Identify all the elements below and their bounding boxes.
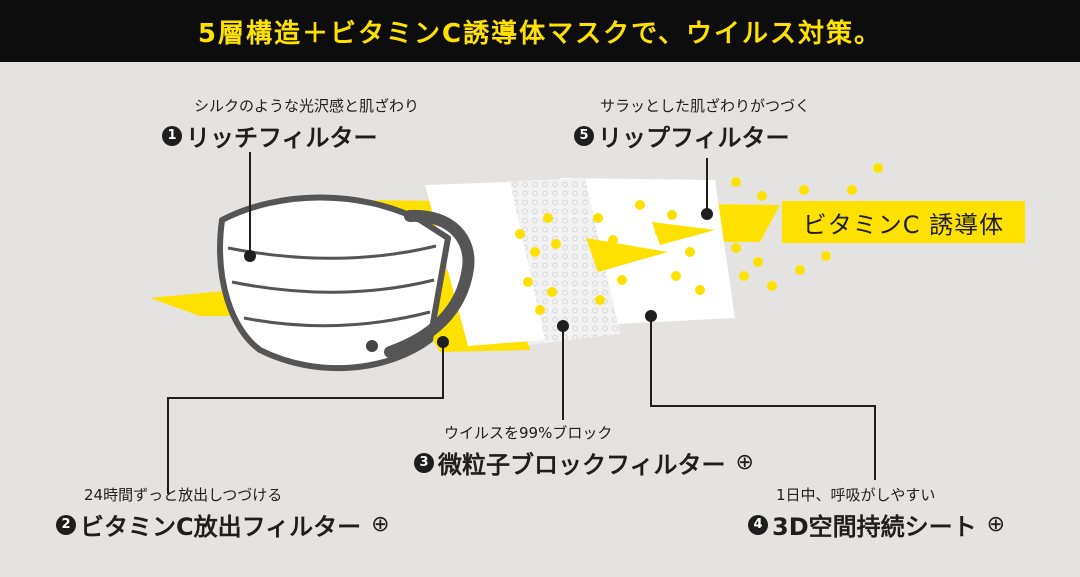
vitamin-c-particles [515,163,883,315]
layer-3-plus-icon[interactable]: ⊕ [735,450,754,475]
layer-label-1: シルクのような光沢感と肌ざわり 1 リッチフィルター [162,95,419,153]
leader-lines [167,152,876,494]
layer-3-number-badge: 3 [414,452,434,473]
layer-4-subtitle: 1日中、呼吸がしやすい [776,486,936,504]
layer-4-plus-icon[interactable]: ⊕ [986,512,1006,537]
layer-5-name: リップフィルター [598,124,790,152]
mask-logo-icon [366,340,378,352]
leader-dots [244,208,713,348]
yellow-wedge-2 [652,222,715,245]
vitamin-c-label-text: ビタミンC 誘導体 [802,210,1005,239]
header-banner: 5層構造＋ビタミンC誘導体マスクで、ウイルス対策。 [0,0,1080,62]
layer-label-4: 1日中、呼吸がしやすい 4 3D空間持続シート ⊕ [748,484,1005,542]
mask-illustration [217,194,475,372]
layer-2-plus-icon[interactable]: ⊕ [371,512,390,537]
header-title: 5層構造＋ビタミンC誘導体マスクで、ウイルス対策。 [197,18,883,49]
layer-4-name: 3D空間持続シート [772,513,977,541]
layer-2-name: ビタミンC放出フィルター [80,513,362,541]
layer-3-subtitle: ウイルスを99%ブロック [444,424,613,442]
layer-1-subtitle: シルクのような光沢感と肌ざわり [194,97,420,115]
layer-5-subtitle: サラッとした肌ざわりがつづく [600,97,811,115]
layer-3-name: 微粒子ブロックフィルター [438,451,726,479]
vitamin-c-derivative-label: ビタミンC 誘導体 [782,201,1025,243]
layer-label-2: 24時間ずっと放出しつづける 2 ビタミンC放出フィルター ⊕ [56,484,390,542]
layer-5-number-badge: 5 [574,125,594,146]
layer-label-5: サラッとした肌ざわりがつづく 5 リップフィルター [574,95,810,153]
layer-2-subtitle: 24時間ずっと放出しつづける [84,486,283,504]
layer-1-name: リッチフィルター [186,124,378,152]
layer-4-number-badge: 4 [748,514,768,535]
layer-2-number-badge: 2 [56,514,76,535]
layer-label-3: ウイルスを99%ブロック 3 微粒子ブロックフィルター ⊕ [414,422,754,480]
layer-1-number-badge: 1 [162,125,182,146]
